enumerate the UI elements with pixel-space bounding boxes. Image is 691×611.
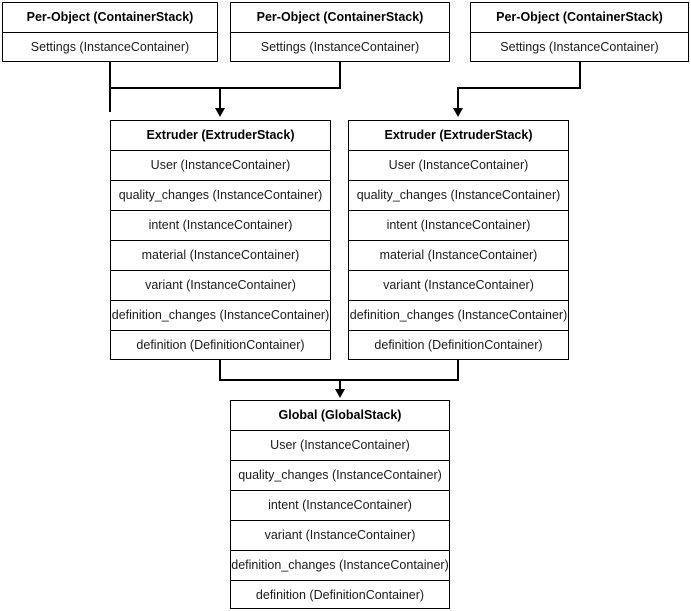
node-extruder-1[interactable]: Extruder (ExtruderStack) User (InstanceC… <box>110 120 331 360</box>
node-extruder-2-row-user: User (InstanceContainer) <box>349 151 568 181</box>
node-per-object-2-header: Per-Object (ContainerStack) <box>231 3 449 33</box>
node-extruder-1-row-definition-changes: definition_changes (InstanceContainer) <box>111 301 330 331</box>
node-extruder-1-row-quality-changes: quality_changes (InstanceContainer) <box>111 181 330 211</box>
connector-perobject3-down <box>579 62 581 88</box>
node-extruder-1-header: Extruder (ExtruderStack) <box>111 121 330 151</box>
node-global-row-user: User (InstanceContainer) <box>231 431 449 461</box>
node-extruder-2-row-quality-changes: quality_changes (InstanceContainer) <box>349 181 568 211</box>
node-global-row-quality-changes: quality_changes (InstanceContainer) <box>231 461 449 491</box>
node-extruder-1-row-user: User (InstanceContainer) <box>111 151 330 181</box>
connector-left-extruder-stem <box>219 87 221 109</box>
node-per-object-2[interactable]: Per-Object (ContainerStack) Settings (In… <box>230 2 450 62</box>
node-global-row-definition-changes: definition_changes (InstanceContainer) <box>231 551 449 581</box>
node-per-object-1-row-settings: Settings (InstanceContainer) <box>30 40 190 54</box>
node-extruder-2-row-variant: variant (InstanceContainer) <box>349 271 568 301</box>
connector-extruder2-down <box>457 360 459 380</box>
node-per-object-3-row-settings: Settings (InstanceContainer) <box>500 40 659 54</box>
node-extruder-1-row-intent: intent (InstanceContainer) <box>111 211 330 241</box>
node-extruder-2-header: Extruder (ExtruderStack) <box>349 121 568 151</box>
connector-perobject2-down <box>339 62 341 88</box>
connector-global-stem <box>339 379 341 391</box>
arrow-to-global <box>334 389 345 398</box>
node-per-object-3[interactable]: Per-Object (ContainerStack) Settings (In… <box>470 2 689 62</box>
arrow-to-left-extruder <box>214 108 225 117</box>
connector-perobject3-left <box>457 87 581 89</box>
connector-right-extruder-stem <box>457 87 459 109</box>
node-extruder-2[interactable]: Extruder (ExtruderStack) User (InstanceC… <box>348 120 569 360</box>
node-global-row-variant: variant (InstanceContainer) <box>231 521 449 551</box>
node-global-header: Global (GlobalStack) <box>231 401 449 431</box>
node-extruder-2-row-definition-changes: definition_changes (InstanceContainer) <box>349 301 568 331</box>
node-extruder-1-row-material: material (InstanceContainer) <box>111 241 330 271</box>
node-global-row-definition: definition (DefinitionContainer) <box>255 588 425 602</box>
node-extruder-2-row-definition: definition (DefinitionContainer) <box>374 338 543 352</box>
connector-perobject2-left <box>109 87 341 89</box>
node-extruder-1-row-variant: variant (InstanceContainer) <box>111 271 330 301</box>
arrow-to-right-extruder <box>452 108 463 117</box>
connector-extruder1-down <box>219 360 221 380</box>
node-per-object-1-header: Per-Object (ContainerStack) <box>3 3 217 33</box>
node-global-row-intent: intent (InstanceContainer) <box>231 491 449 521</box>
node-per-object-3-header: Per-Object (ContainerStack) <box>471 3 688 33</box>
node-per-object-2-row-settings: Settings (InstanceContainer) <box>260 40 420 54</box>
node-extruder-2-row-material: material (InstanceContainer) <box>349 241 568 271</box>
node-extruder-2-row-intent: intent (InstanceContainer) <box>349 211 568 241</box>
node-per-object-1[interactable]: Per-Object (ContainerStack) Settings (In… <box>2 2 218 62</box>
node-extruder-1-row-definition: definition (DefinitionContainer) <box>136 338 305 352</box>
node-global[interactable]: Global (GlobalStack) User (InstanceConta… <box>230 400 450 609</box>
